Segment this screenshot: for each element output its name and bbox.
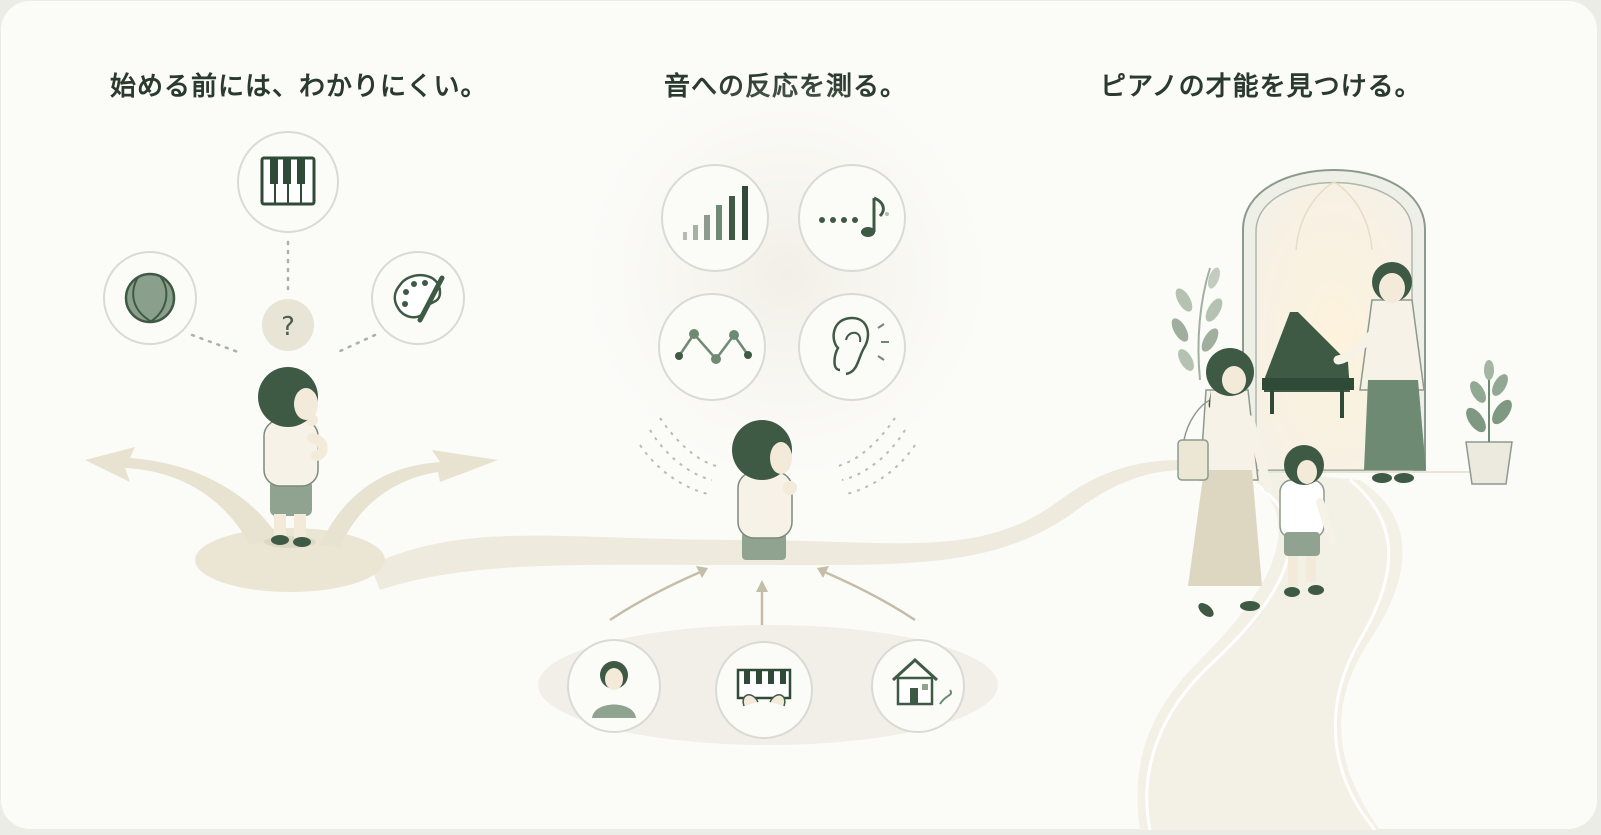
question-connectors: [190, 240, 377, 354]
ball-icon: [103, 251, 197, 345]
heading-find-talent: ピアノの才能を見つける。: [1100, 72, 1422, 102]
teacher-icon: [1333, 262, 1426, 483]
rhythm-note-icon: [798, 164, 906, 272]
question-mark: ?: [281, 312, 295, 342]
heading-before-start: 始める前には、わかりにくい。: [110, 72, 488, 102]
parent-icon: [567, 639, 661, 733]
question-bubble: ?: [262, 299, 314, 351]
piano-hands-icon: [715, 641, 813, 739]
palette-icon: [371, 251, 465, 345]
arrow-heads: [696, 566, 829, 592]
winding-path: [370, 460, 1403, 830]
pitch-line-icon: [658, 293, 766, 401]
arch-door-icon: [1230, 169, 1500, 473]
listening-child: [732, 420, 797, 560]
piano-keys-icon: [237, 131, 339, 233]
plant-left: [1171, 267, 1223, 381]
family-icon: [1177, 348, 1336, 617]
measurement-glow: [581, 70, 991, 480]
volume-bars-icon: [661, 164, 769, 272]
sound-waves: [639, 417, 916, 495]
ear-icon: [798, 293, 906, 401]
crossroads: [85, 447, 498, 592]
grand-piano-icon: [1262, 312, 1354, 418]
plant-potted: [1465, 360, 1513, 485]
home-icon: [871, 639, 965, 733]
thinking-child: [258, 367, 328, 548]
